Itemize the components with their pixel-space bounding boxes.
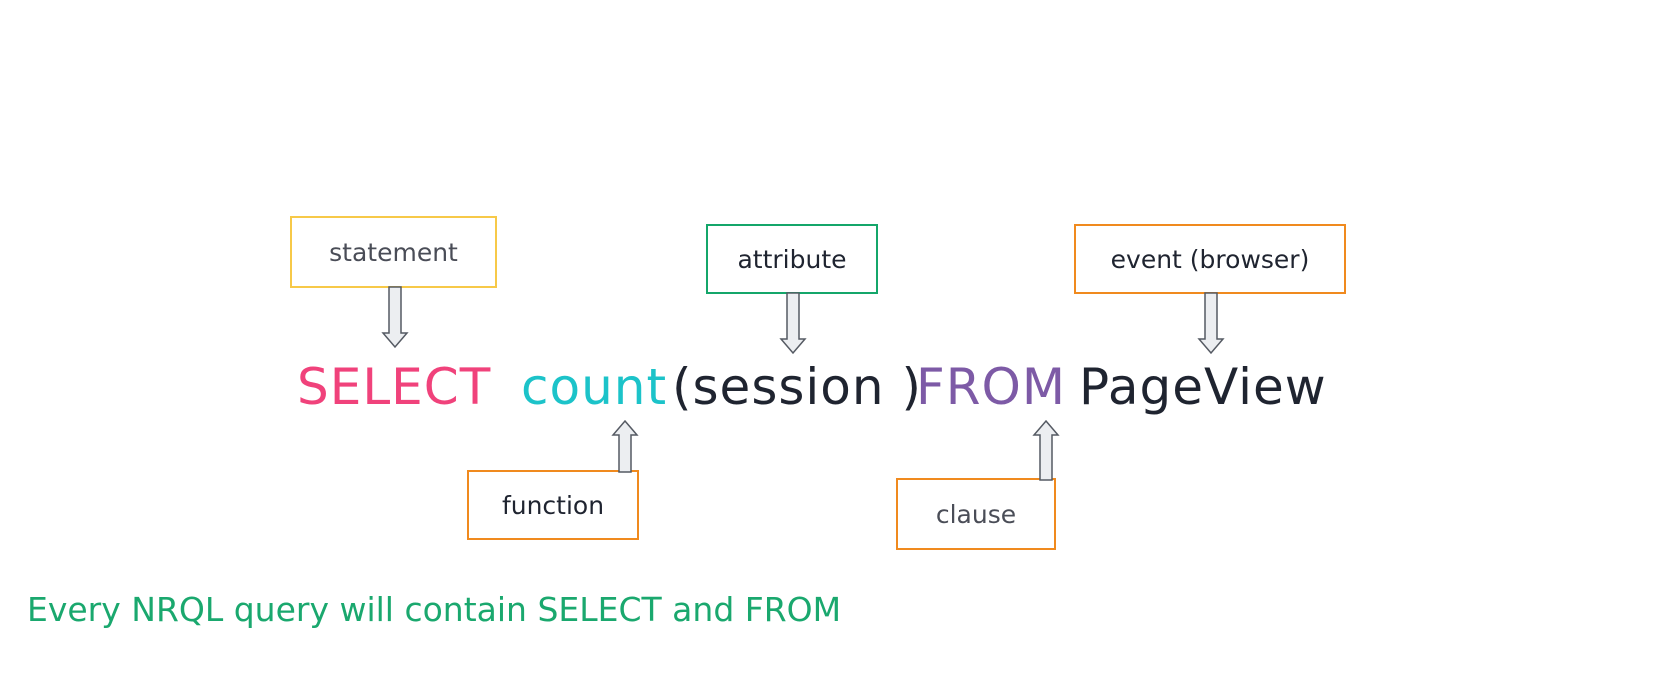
function-label: function — [501, 490, 605, 520]
statement-label-box: statement — [290, 216, 497, 288]
attribute-label-box: attribute — [706, 224, 878, 294]
function-label-box: function — [467, 470, 639, 540]
clause-label: clause — [935, 499, 1017, 529]
clause-label-box: clause — [896, 478, 1056, 550]
event-label: event (browser) — [1110, 244, 1310, 274]
statement-down-arrow-icon — [381, 286, 409, 349]
function-up-arrow-icon — [611, 419, 639, 473]
statement-label: statement — [329, 237, 458, 267]
query-select-keyword: SELECT — [297, 358, 492, 416]
query-from-clause: FROM — [916, 358, 1066, 416]
clause-up-arrow-icon — [1032, 419, 1060, 481]
event-down-arrow-icon — [1197, 292, 1225, 355]
event-label-box: event (browser) — [1074, 224, 1346, 294]
caption-text: Every NRQL query will contain SELECT and… — [27, 590, 842, 629]
attribute-label: attribute — [737, 244, 847, 274]
query-count-function: count — [521, 358, 668, 416]
query-session-attribute: (session ) — [672, 358, 922, 416]
query-pageview-event: PageView — [1079, 358, 1327, 416]
attribute-down-arrow-icon — [779, 292, 807, 355]
